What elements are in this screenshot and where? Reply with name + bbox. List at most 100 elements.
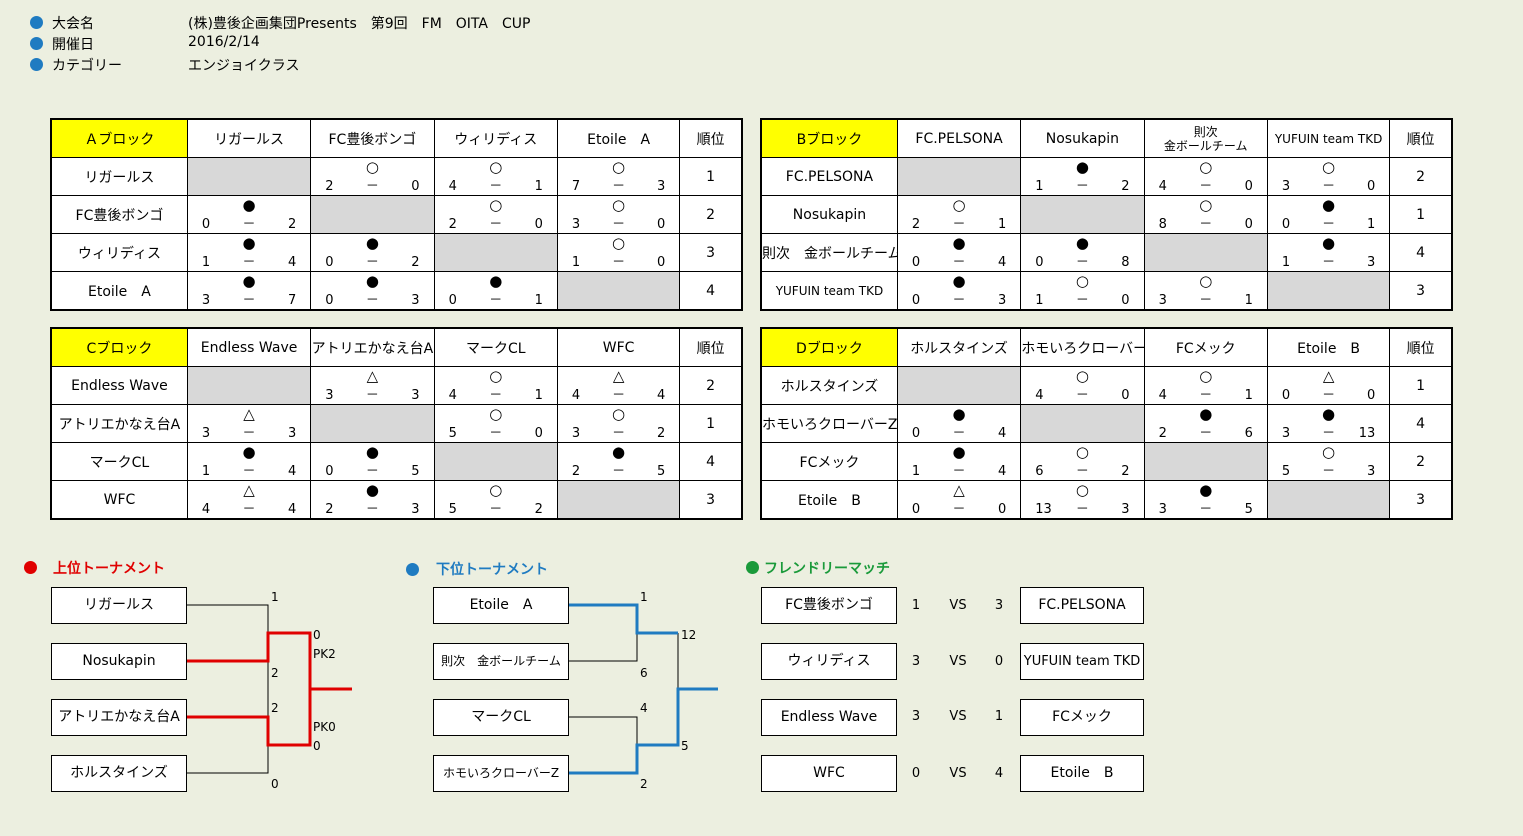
match-cell: ●3－7 <box>186 271 312 311</box>
block-row-team: FCメック <box>760 442 898 481</box>
result-mark-icon: △ <box>612 367 625 385</box>
score-left: 3 <box>201 426 211 441</box>
score-dash: － <box>1199 293 1213 308</box>
score-right: 0 <box>411 179 420 194</box>
score-right: 3 <box>1366 255 1376 270</box>
score-right: 0 <box>1366 179 1376 194</box>
score-right: 4 <box>287 502 297 517</box>
friendly-vs-2: VS <box>949 654 967 669</box>
self-match-cell <box>1143 233 1268 272</box>
upper-title: 上位トーナメント <box>53 561 165 577</box>
score-dash: － <box>242 255 256 270</box>
result-mark-icon: ● <box>242 196 256 214</box>
score-right: 2 <box>534 502 543 517</box>
score-right: 3 <box>1121 502 1130 517</box>
bullet-icon <box>30 16 43 29</box>
self-match-cell <box>896 366 1022 405</box>
match-cell: ●0－3 <box>310 271 435 311</box>
lower-dot-icon <box>406 563 419 576</box>
friendly-home-3: Endless Wave <box>761 699 897 736</box>
self-match-cell <box>1266 271 1391 311</box>
score-left: 1 <box>1035 293 1044 308</box>
score-right: 0 <box>1121 293 1130 308</box>
block-col-team: アトリエかなえ台A <box>310 327 435 367</box>
score-dash: － <box>1075 464 1089 479</box>
lower-score-2: 6 <box>640 666 648 680</box>
result-mark-icon: ● <box>242 234 256 252</box>
friendly-home-score-2: 3 <box>911 654 921 669</box>
friendly-away-2: YUFUIN team TKD <box>1020 643 1144 680</box>
score-right: 2 <box>1121 464 1130 479</box>
rank-header: 順位 <box>679 327 743 367</box>
result-mark-icon: ● <box>952 272 966 290</box>
score-right: 1 <box>1366 217 1376 232</box>
match-cell: ●1－3 <box>1266 233 1391 272</box>
score-dash: － <box>242 502 256 517</box>
match-cell: ●2－3 <box>310 480 435 520</box>
friendly-away-score-3: 1 <box>994 709 1004 724</box>
score-right: 5 <box>411 464 420 479</box>
match-cell: ○2－1 <box>896 195 1022 234</box>
score-dash: － <box>612 255 626 270</box>
lower-final-score-1: 12 <box>681 628 697 642</box>
score-left: 1 <box>911 464 921 479</box>
friendly-away-score-4: 4 <box>994 766 1004 781</box>
upper-pk-2: PK0 <box>313 720 336 734</box>
result-mark-icon: ○ <box>1075 481 1089 499</box>
match-cell: ●1－4 <box>186 442 312 481</box>
score-dash: － <box>365 502 379 517</box>
block-col-team: FC豊後ボンゴ <box>310 118 435 158</box>
upper-dot-icon <box>24 561 37 574</box>
upper-team-4: ホルスタインズ <box>51 755 187 792</box>
score-right: 3 <box>997 293 1007 308</box>
score-dash: － <box>242 217 256 232</box>
result-mark-icon: ● <box>1322 234 1336 252</box>
match-cell: ○1－0 <box>1020 271 1145 311</box>
match-cell: ●0－8 <box>1020 233 1145 272</box>
result-mark-icon: ● <box>1322 405 1336 423</box>
friendly-home-1: FC豊後ボンゴ <box>761 587 897 624</box>
match-cell: ○4－1 <box>433 157 558 196</box>
bullet-icon <box>30 58 43 71</box>
block-row-team: FC.PELSONA <box>760 157 898 196</box>
result-mark-icon: ● <box>1199 405 1213 423</box>
result-mark-icon: △ <box>243 481 255 499</box>
score-dash: － <box>489 179 503 194</box>
score-dash: － <box>1075 388 1089 403</box>
score-dash: － <box>1075 255 1089 270</box>
score-left: 4 <box>571 388 581 403</box>
match-cell: ●1－4 <box>186 233 312 272</box>
score-left: 4 <box>1158 388 1167 403</box>
result-mark-icon: △ <box>953 481 965 499</box>
self-match-cell <box>556 271 681 311</box>
rank-header: 順位 <box>1389 118 1453 158</box>
result-mark-icon: ○ <box>1075 272 1089 290</box>
match-cell: ○5－3 <box>1266 442 1391 481</box>
result-mark-icon: ○ <box>1075 367 1089 385</box>
score-left: 0 <box>325 293 334 308</box>
score-dash: － <box>1322 255 1336 270</box>
score-right: 0 <box>656 255 666 270</box>
score-dash: － <box>612 464 626 479</box>
score-left: 3 <box>201 293 211 308</box>
friendly-home-2: ウィリディス <box>761 643 897 680</box>
score-right: 5 <box>1244 502 1253 517</box>
match-cell: ○4－1 <box>433 366 558 405</box>
score-right: 7 <box>287 293 297 308</box>
match-cell: ○3－0 <box>1266 157 1391 196</box>
score-left: 4 <box>448 179 457 194</box>
score-left: 3 <box>1281 179 1291 194</box>
friendly-vs-4: VS <box>949 766 967 781</box>
score-dash: － <box>365 293 379 308</box>
score-dash: － <box>1199 426 1213 441</box>
result-mark-icon: ○ <box>1199 158 1213 176</box>
score-dash: － <box>489 388 503 403</box>
score-dash: － <box>489 502 503 517</box>
